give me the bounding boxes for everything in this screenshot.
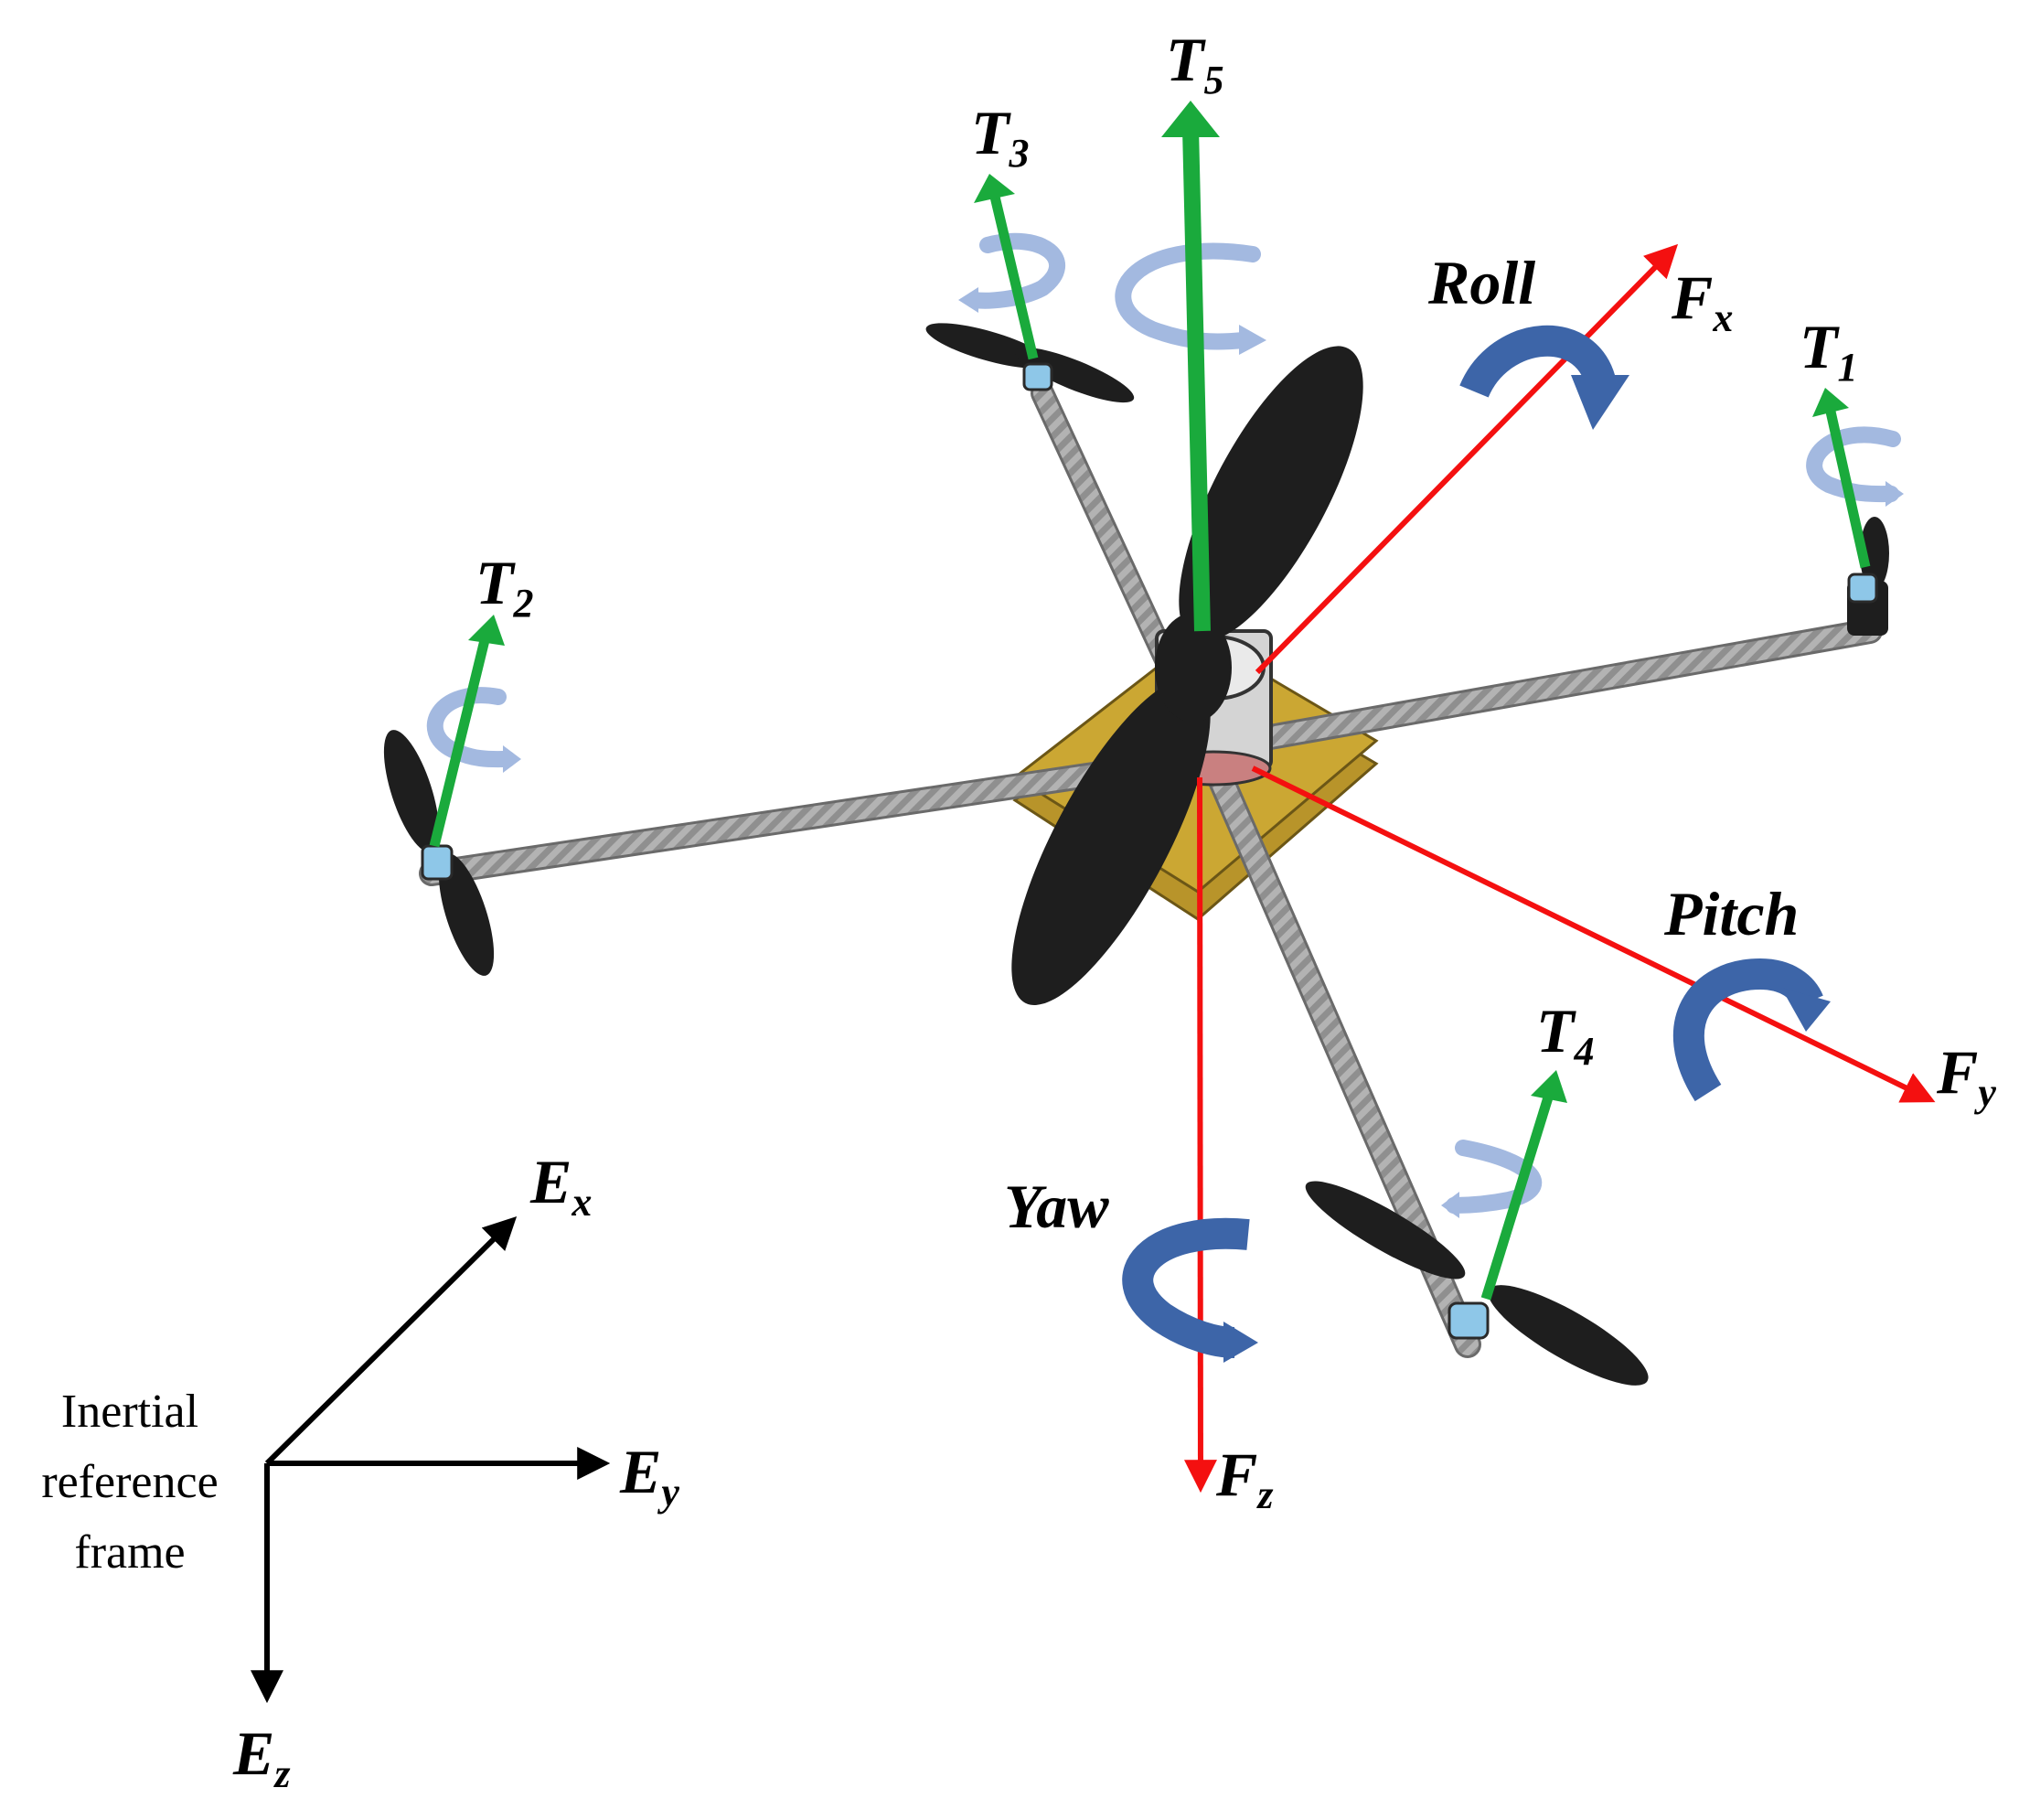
caption-line-3: frame	[74, 1526, 185, 1579]
thrust-arrow-1	[1825, 410, 1871, 569]
label-t5: T5	[1166, 25, 1224, 102]
thrust-arrow-3	[989, 195, 1039, 360]
motor-3	[1022, 362, 1053, 391]
propeller-4	[1305, 1181, 1649, 1386]
propeller-center	[1011, 346, 1363, 1005]
label-t4: T4	[1536, 996, 1595, 1074]
thrust-arrows	[429, 101, 1871, 1301]
rotation-arrows	[1122, 325, 1831, 1363]
thrust-arrow-5	[1182, 127, 1211, 632]
label-fz: Fz	[1215, 1440, 1273, 1517]
caption-line-2: reference	[41, 1456, 218, 1508]
spin-arrow-1	[1806, 426, 1901, 503]
label-roll: Roll	[1427, 248, 1535, 317]
axis-fx-arrow	[1255, 243, 1679, 675]
inertial-caption: Inertial reference frame	[41, 1386, 218, 1579]
motor-4	[1447, 1301, 1490, 1340]
spin-arrow-2	[426, 687, 516, 768]
axis-fy-arrow	[1251, 765, 1936, 1103]
propeller-2	[383, 730, 495, 976]
motor-2	[421, 844, 454, 881]
propeller-3	[925, 323, 1135, 403]
label-t1: T1	[1800, 312, 1858, 390]
spin-arrow-5	[1115, 242, 1261, 350]
label-ey: Ey	[619, 1437, 679, 1515]
pitch-arrow	[1673, 958, 1823, 1102]
label-ez: Ez	[232, 1718, 290, 1796]
yaw-arrow	[1122, 1217, 1250, 1358]
roll-arrow	[1459, 325, 1618, 399]
label-yaw: Yaw	[1004, 1172, 1109, 1241]
inertial-axes	[251, 1215, 611, 1704]
propellers	[383, 323, 1889, 1386]
axis-ex-arrow	[264, 1215, 518, 1466]
label-ex: Ex	[529, 1147, 592, 1225]
label-pitch: Pitch	[1663, 879, 1799, 948]
thrust-arrow-4	[1480, 1096, 1554, 1301]
motors	[421, 362, 1878, 1340]
label-fx: Fx	[1671, 262, 1733, 340]
label-fy: Fy	[1936, 1037, 1996, 1115]
spin-arrow-3	[966, 232, 1065, 309]
motor-1	[1847, 573, 1878, 604]
caption-line-1: Inertial	[61, 1386, 198, 1438]
label-t3: T3	[971, 98, 1030, 176]
thrust-arrow-2	[429, 638, 490, 848]
label-t2: T2	[475, 548, 534, 626]
body-axes	[1183, 243, 1936, 1493]
axis-fz-arrow	[1183, 776, 1217, 1493]
